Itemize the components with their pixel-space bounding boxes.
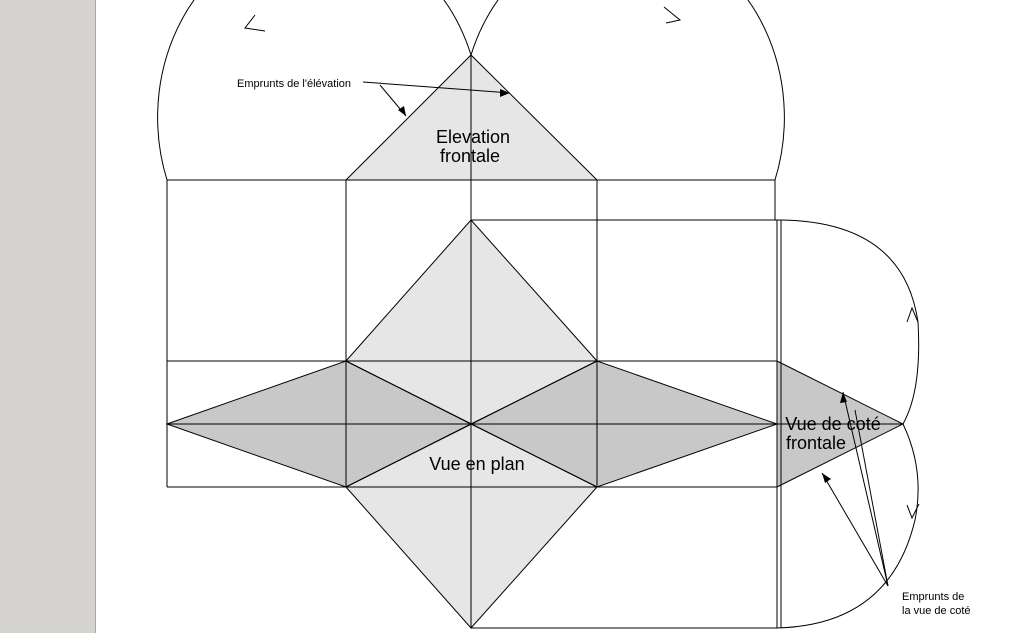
left-elevation-arc <box>157 0 472 181</box>
side-traces-label-2: la vue de coté <box>902 605 971 617</box>
leader-elev-1 <box>362 81 511 94</box>
upper-side-arc <box>776 219 920 425</box>
leader-arrows <box>398 89 847 483</box>
arrow-upper-side-arc <box>906 306 919 323</box>
right-elevation-arc <box>470 0 785 181</box>
elevation-edges <box>345 54 598 181</box>
arrow-lower-side-arc <box>906 503 920 520</box>
arc-arrows <box>244 6 920 520</box>
leader-side-3 <box>821 472 889 587</box>
leader-side-2 <box>854 409 889 587</box>
leader-lines <box>362 81 889 587</box>
elevation-traces-label: Emprunts de l'élévation <box>237 78 351 90</box>
leader-side-1 <box>842 391 889 587</box>
plan-view-label: Vue en plan <box>429 454 524 474</box>
front-elevation-label-1: Elevation <box>436 127 510 147</box>
side-view-label-2: frontale <box>786 433 846 453</box>
side-view-label-1: Vue de coté <box>785 414 880 434</box>
arrowhead-elev-1 <box>500 89 510 97</box>
side-traces-label-1: Emprunts de <box>902 591 964 603</box>
upper-plan-edges <box>345 219 598 362</box>
front-elevation-label-2: frontale <box>440 146 500 166</box>
left-side-panel <box>0 0 96 633</box>
arrowhead-side-1 <box>840 392 847 403</box>
diag-2 <box>345 360 598 488</box>
arrow-left-arc <box>244 14 266 32</box>
arrow-right-arc <box>663 6 682 24</box>
pyramid-edges <box>165 54 905 629</box>
arrowhead-side-3 <box>822 473 831 483</box>
lower-plan-edges <box>345 486 598 629</box>
arrowhead-elev-2 <box>398 106 406 116</box>
lower-side-arc <box>776 423 919 629</box>
construction-arcs <box>157 0 920 629</box>
side-view-edges <box>776 360 905 488</box>
